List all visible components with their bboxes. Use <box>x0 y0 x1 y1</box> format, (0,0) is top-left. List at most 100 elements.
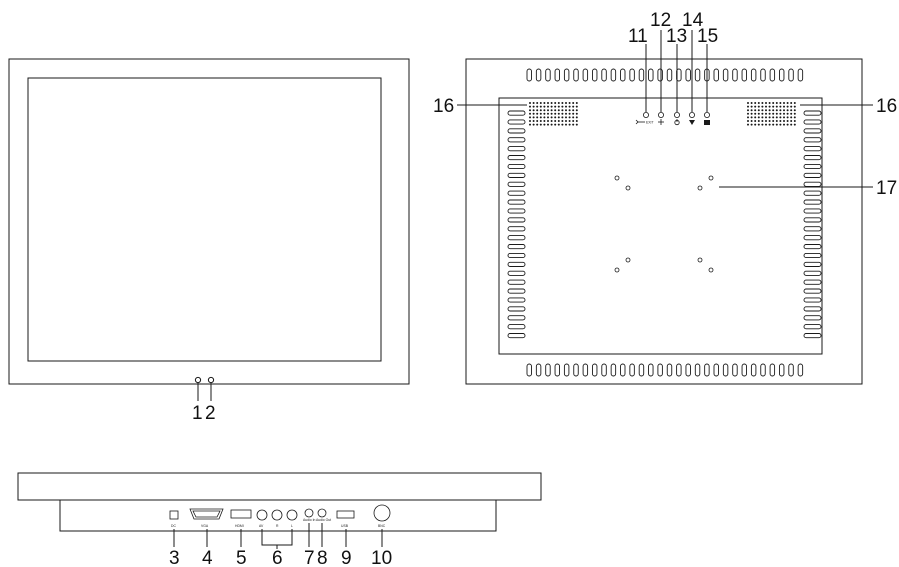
speaker-dot <box>786 109 789 112</box>
vent-slot <box>545 68 551 82</box>
speaker-dot <box>547 112 549 115</box>
vent-slot <box>750 363 757 377</box>
front-led-2 <box>207 376 215 384</box>
speaker-grille-right <box>747 102 796 126</box>
vent-slot <box>803 110 822 116</box>
speaker-dot <box>572 120 575 122</box>
speaker-dot <box>543 109 546 112</box>
speaker-dot <box>550 105 553 108</box>
vent-slot <box>769 68 776 82</box>
speaker-dot <box>532 123 535 126</box>
speaker-dot <box>768 116 771 119</box>
speaker-dot <box>754 123 757 126</box>
speaker-dot <box>561 105 564 108</box>
speaker-dot <box>783 123 785 126</box>
speaker-dot <box>539 123 542 126</box>
speaker-dot <box>747 120 749 122</box>
plus-icon <box>658 119 664 125</box>
svg-text:DC: DC <box>171 524 176 528</box>
vent-slot <box>535 363 542 377</box>
vent-slot <box>769 363 776 377</box>
speaker-dot <box>561 109 564 112</box>
speaker-dot <box>750 112 753 115</box>
callout-9: 9 <box>341 548 352 567</box>
vent-slot <box>803 163 822 170</box>
vent-slot <box>573 68 579 82</box>
vent-slot <box>760 363 766 377</box>
dc-port <box>169 510 179 520</box>
speaker-dot <box>565 109 567 112</box>
vent-slot <box>713 68 719 82</box>
speaker-dot <box>550 123 553 126</box>
av-r-port <box>271 509 283 521</box>
vent-slot <box>592 68 598 82</box>
speaker-dot <box>765 123 767 126</box>
speaker-dot <box>557 105 560 108</box>
vent-slot <box>803 261 822 267</box>
front-led-1 <box>194 376 202 384</box>
speaker-dot <box>750 120 753 122</box>
vent-slot <box>554 68 560 82</box>
vent-slot <box>507 270 526 276</box>
usb-port <box>336 510 355 519</box>
menu-icon <box>704 120 710 125</box>
speaker-dot <box>568 123 571 126</box>
speaker-dot <box>561 102 564 104</box>
speaker-dot <box>547 123 549 126</box>
vent-slot <box>563 363 570 377</box>
speaker-dot <box>547 116 549 119</box>
front-screen <box>27 77 382 362</box>
speaker-dot <box>793 123 796 126</box>
callout-3: 3 <box>169 548 180 567</box>
speaker-dot <box>532 102 535 104</box>
callout-13: 13 <box>666 26 687 47</box>
speaker-dot <box>761 105 764 108</box>
speaker-dot <box>761 112 764 115</box>
speaker-dot <box>557 116 560 119</box>
button-down <box>689 112 696 119</box>
speaker-dot <box>561 112 564 115</box>
speaker-dot <box>765 112 767 115</box>
speaker-dot <box>543 123 546 126</box>
svg-text:HDMI: HDMI <box>235 524 244 528</box>
speaker-dot <box>768 102 771 104</box>
callout-2: 2 <box>205 403 216 424</box>
vent-slot <box>788 363 794 377</box>
vga-port <box>189 508 224 520</box>
audio-out-port <box>317 508 327 518</box>
speaker-dot <box>768 112 771 115</box>
vent-slot <box>803 324 822 330</box>
speaker-dot <box>761 123 764 126</box>
rear-housing <box>465 58 863 385</box>
speaker-dot <box>765 116 767 119</box>
speaker-dot <box>793 102 796 104</box>
vent-slot <box>507 226 526 232</box>
speaker-dot <box>768 105 771 108</box>
speaker-dot <box>557 123 560 126</box>
speaker-grille-left <box>529 102 578 126</box>
vent-slot <box>760 68 766 82</box>
speaker-dot <box>539 109 542 112</box>
vent-slot <box>507 155 526 161</box>
av-l-port <box>286 509 298 521</box>
speaker-dot <box>572 112 575 115</box>
vent-slot <box>685 363 691 377</box>
vent-slot <box>797 363 804 377</box>
speaker-dot <box>575 116 578 119</box>
speaker-dot <box>768 123 771 126</box>
vent-slot <box>722 363 729 377</box>
bottom-view: DC VGA HDMI AV R L Audio In Audio Out US… <box>17 472 542 567</box>
speaker-dot <box>779 123 782 126</box>
speaker-dot <box>761 120 764 122</box>
vent-slot <box>507 244 526 250</box>
speaker-dot <box>747 123 749 126</box>
speaker-dot <box>547 105 549 108</box>
vent-slot <box>694 363 701 377</box>
speaker-dot <box>554 123 557 126</box>
speaker-dot <box>757 116 760 119</box>
speaker-dot <box>554 105 557 108</box>
speaker-dot <box>793 116 796 119</box>
speaker-dot <box>532 105 535 108</box>
speaker-dot <box>550 120 553 122</box>
vent-slot <box>601 363 607 377</box>
